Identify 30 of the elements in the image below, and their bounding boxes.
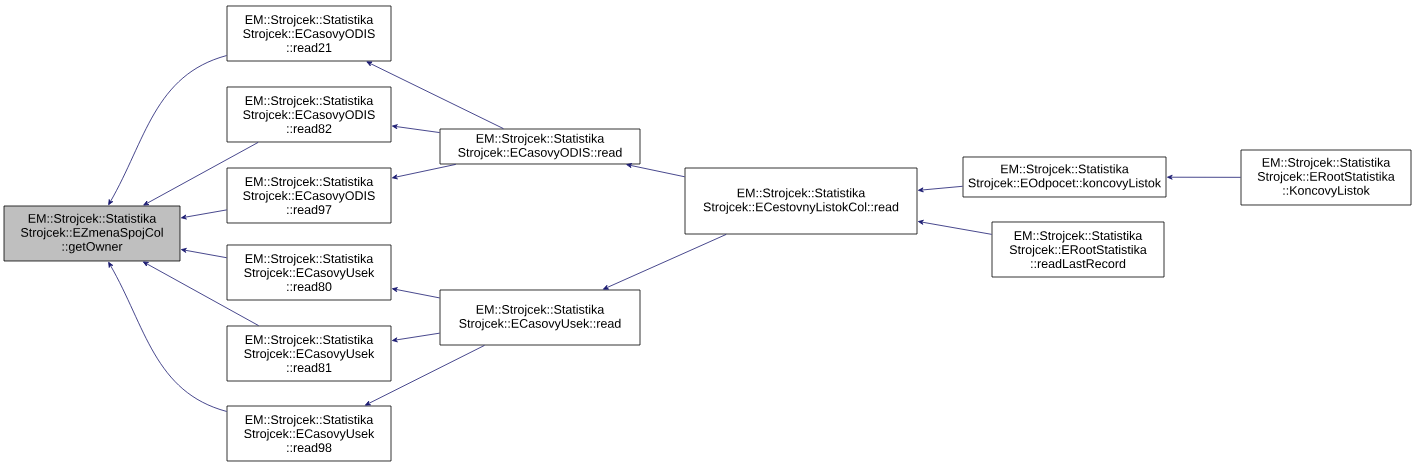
function-box: EM::Strojcek::Statistika Strojcek::ECasovyODIS ::read82 <box>226 86 392 143</box>
arrow <box>392 124 440 133</box>
arrow <box>365 345 485 406</box>
function-box: EM::Strojcek::Statistika Strojcek::EOdpocet::koncovyListok <box>962 156 1167 198</box>
function-box: EM::Strojcek::Statistika Strojcek::ECasovyUsek::read <box>439 289 641 346</box>
arrow <box>108 55 227 206</box>
function-box: EM::Strojcek::Statistika Strojcek::ECasovyUsek ::read80 <box>226 244 392 301</box>
arrow <box>1167 174 1241 180</box>
function-box: EM::Strojcek::Statistika Strojcek::EZmenaSpojCol ::getOwner <box>3 205 181 262</box>
arrow <box>108 261 227 412</box>
arrow <box>392 164 457 180</box>
arrow <box>626 163 685 178</box>
arrow <box>603 234 727 290</box>
arrow <box>366 61 504 129</box>
function-box: EM::Strojcek::Statistika Strojcek::ECasovyODIS::read <box>439 128 641 165</box>
function-box: EM::Strojcek::Statistika Strojcek::ECasovyODIS ::read97 <box>226 167 392 224</box>
function-box: EM::Strojcek::Statistika Strojcek::ECasovyUsek ::read81 <box>226 325 392 382</box>
function-box: EM::Strojcek::Statistika Strojcek::ERootStatistika ::readLastRecord <box>991 221 1165 278</box>
arrow <box>142 261 259 326</box>
arrow <box>181 248 227 259</box>
function-box: EM::Strojcek::Statistika Strojcek::ECasovyODIS ::read21 <box>226 5 392 62</box>
arrow <box>918 185 963 193</box>
arrow <box>392 287 440 299</box>
function-box: EM::Strojcek::Statistika Strojcek::ECasovyUsek ::read98 <box>226 405 392 462</box>
arrow <box>918 219 992 235</box>
function-box: EM::Strojcek::Statistika Strojcek::ECestovnyListokCol::read <box>684 167 918 235</box>
arrow <box>392 332 440 343</box>
arrow <box>181 209 227 220</box>
function-box: EM::Strojcek::Statistika Strojcek::ERootStatistika ::KoncovyListok <box>1240 149 1412 206</box>
arrow <box>143 142 259 206</box>
